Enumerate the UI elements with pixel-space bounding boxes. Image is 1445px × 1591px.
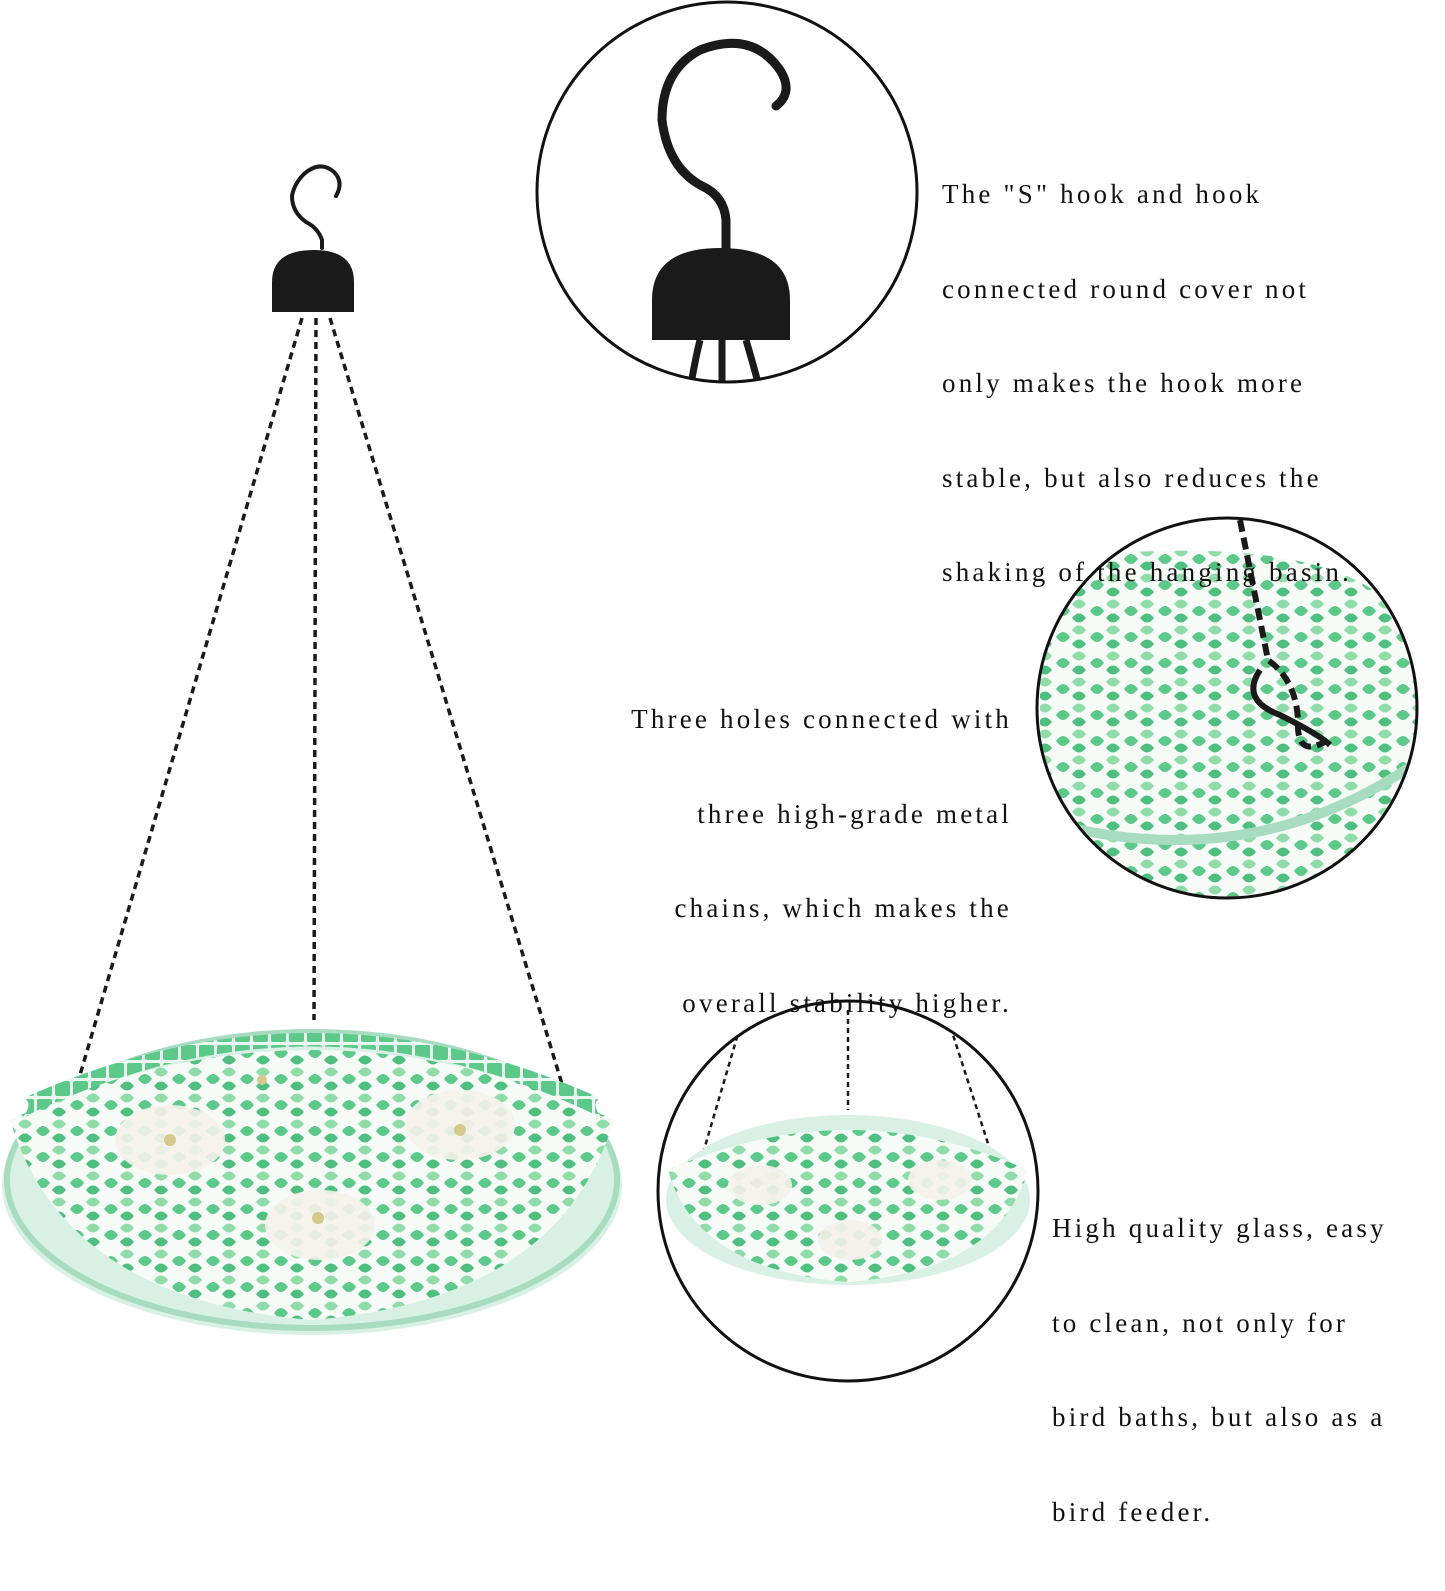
detail-view-hook	[535, 0, 919, 384]
callout-line: High quality glass, easy	[1052, 1213, 1387, 1243]
callout-line: Three holes connected with	[631, 704, 1012, 734]
callout-hook-cover: The "S" hook and hook connected round co…	[942, 116, 1352, 652]
detail-view-chain-hole	[1035, 516, 1419, 900]
callout-line: connected round cover not	[942, 273, 1310, 304]
callout-line: bird baths, but also as a	[1052, 1402, 1386, 1432]
callout-line: overall stability higher.	[682, 987, 1012, 1018]
product-illustration	[2, 0, 1419, 1383]
round-cover-icon	[272, 250, 354, 312]
callout-glass-basin: High quality glass, easy to clean, not o…	[1052, 1150, 1387, 1591]
callout-line: The "S" hook and hook	[942, 179, 1263, 209]
chain-icon	[56, 317, 584, 1151]
callout-line: bird feeder.	[1052, 1496, 1214, 1527]
mosaic-basin	[2, 1029, 622, 1335]
callout-line: only makes the hook more	[942, 368, 1306, 398]
product-infographic: The "S" hook and hook connected round co…	[2, 0, 1419, 1527]
callout-line: to clean, not only for	[1052, 1307, 1349, 1338]
callout-line: stable, but also reduces the	[942, 462, 1322, 493]
callout-three-chains: Three holes connected with three high-gr…	[566, 641, 1012, 1082]
cover-closeup-icon	[652, 248, 790, 340]
main-product	[2, 164, 622, 1335]
s-hook-icon	[289, 164, 342, 250]
s-hook-closeup-icon	[657, 38, 791, 257]
detail-view-basin	[656, 999, 1040, 1383]
callout-line: three high-grade metal	[697, 798, 1012, 829]
callout-line: shaking of the hanging basin.	[942, 557, 1352, 587]
callout-line: chains, which makes the	[674, 893, 1012, 923]
